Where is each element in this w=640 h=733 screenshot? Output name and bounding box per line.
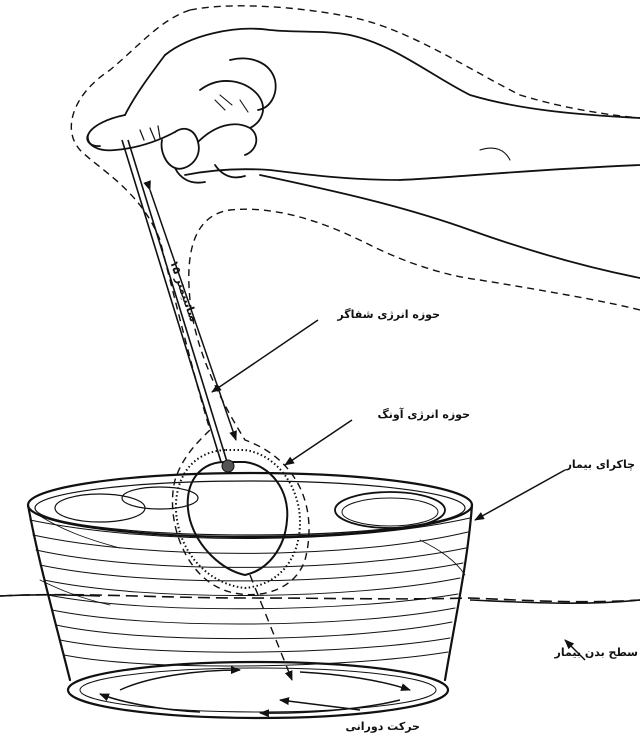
rotation-arrows [100,670,410,713]
projection-line [250,575,292,680]
pendulum-field-label: حوزه انرژی آونگ [378,407,470,421]
healer-field-label: حوزه انرژی شفاگر [336,308,440,321]
pendulum-bob [188,460,288,575]
healer-energy-field-outline [71,6,640,595]
patient-chakra-label: چاکرای بیمار [565,458,635,471]
rotation-label: حرکت دورانی [346,720,421,733]
healer-hand [87,29,640,278]
body-surface-label: سطح بدن بیمار [554,646,638,659]
